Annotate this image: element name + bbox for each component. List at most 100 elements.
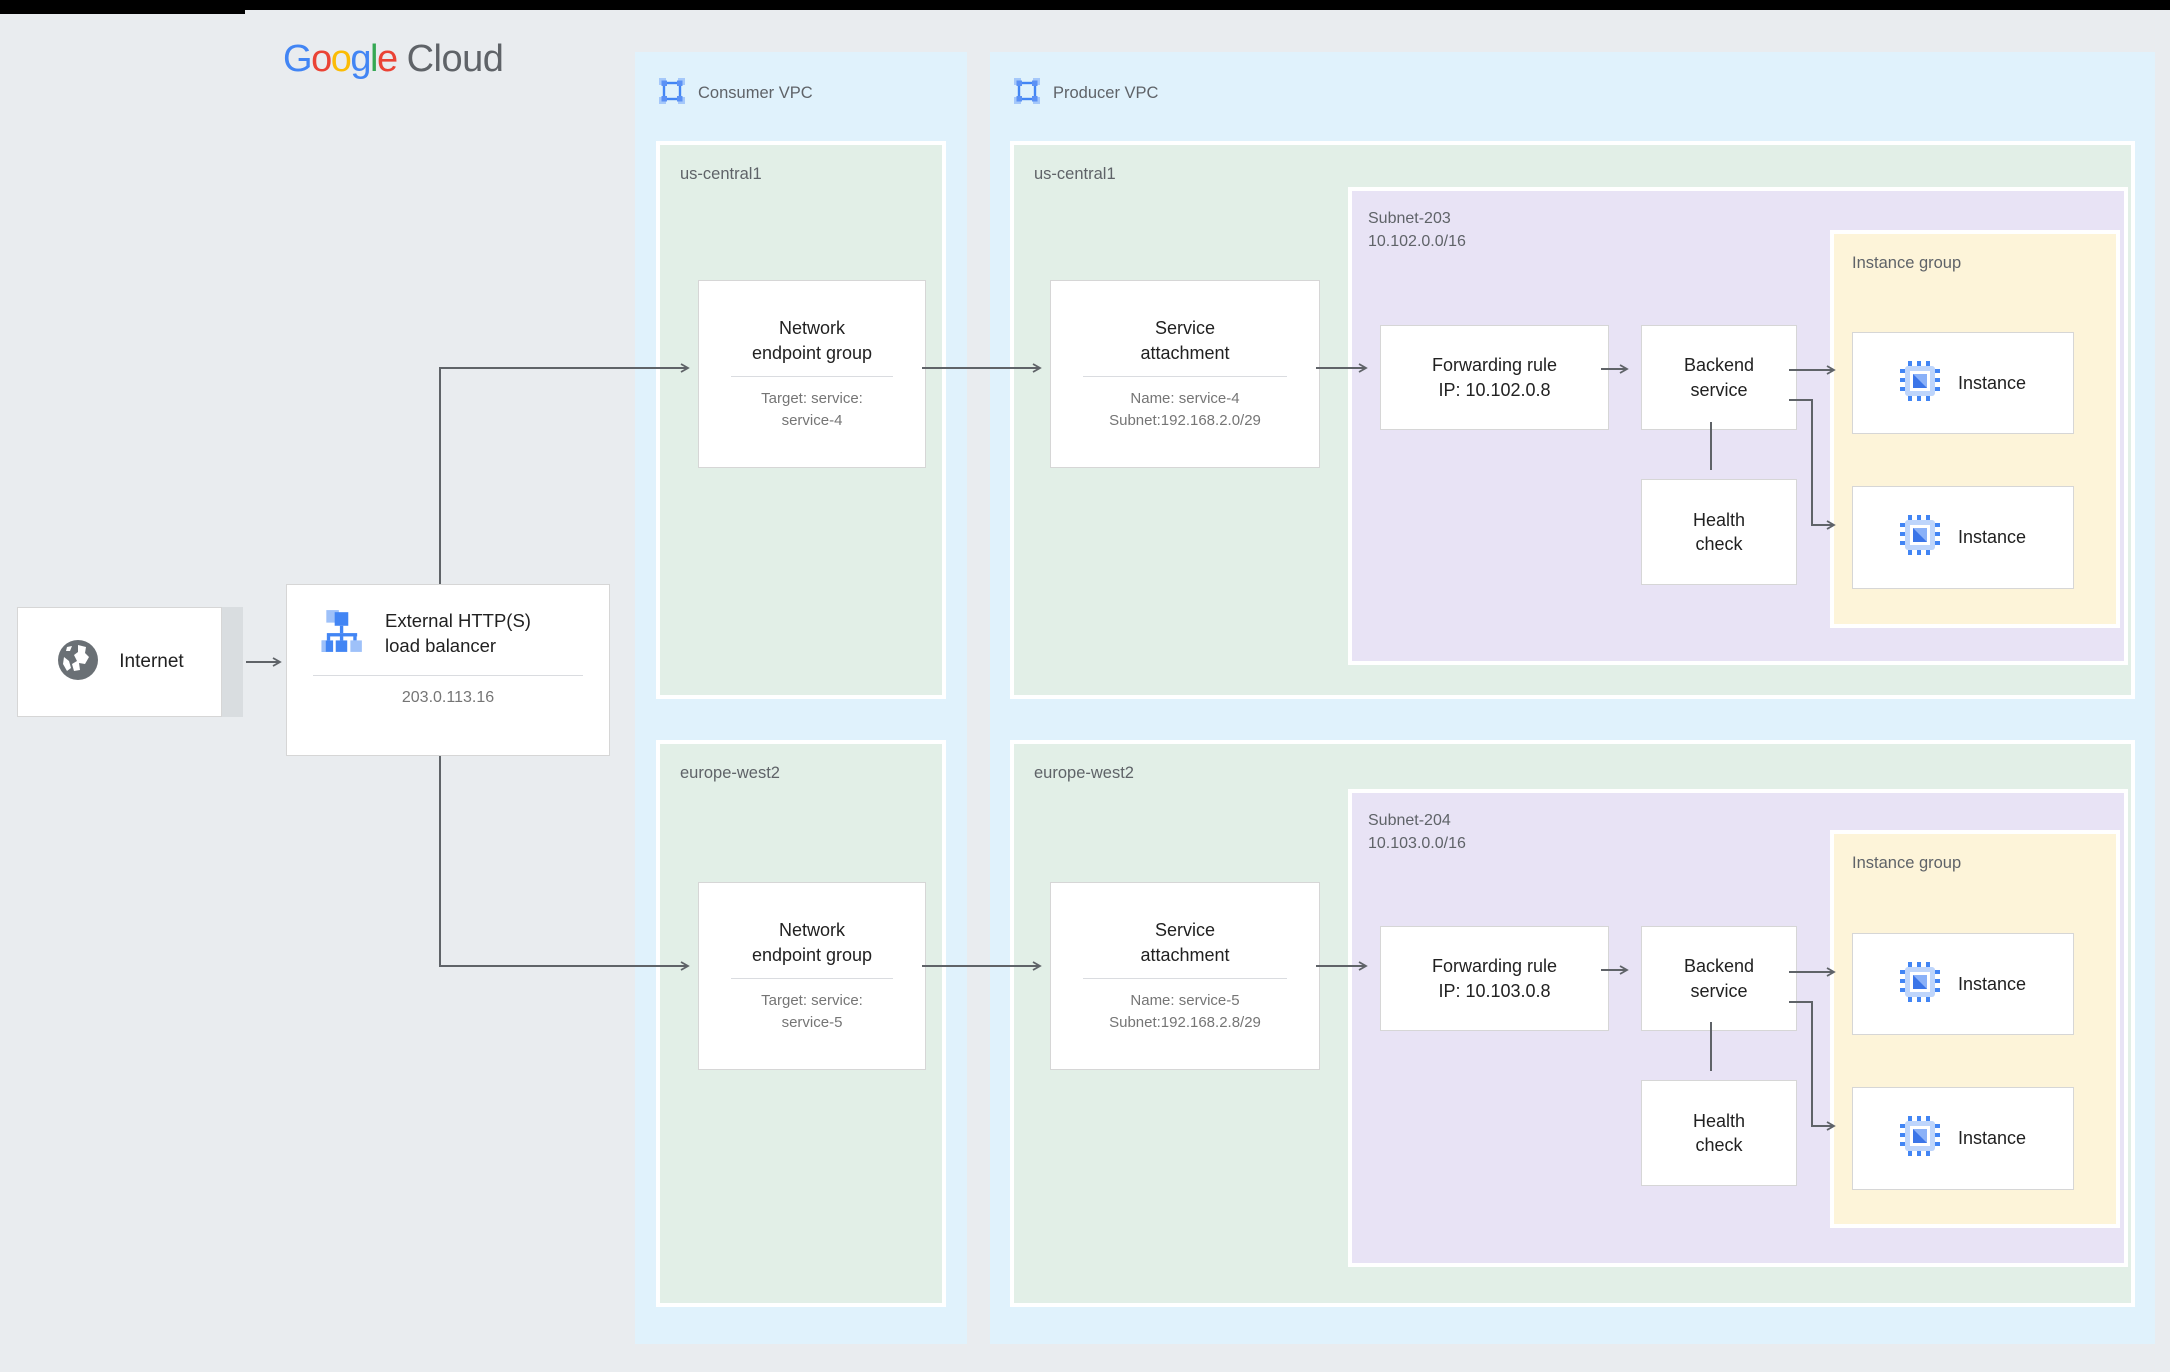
sa-title-line1: Service bbox=[1154, 920, 1216, 941]
region-label: us-central1 bbox=[1034, 165, 1116, 183]
service-attachment-detail: Name: service-5 Subnet:192.168.2.8/29 bbox=[1109, 990, 1261, 1034]
instance-group-1: Instance group Instance bbox=[1830, 230, 2120, 628]
service-attachment-node-2: Service attachment Name: service-5 Subne… bbox=[1050, 882, 1320, 1070]
logo-letter: l bbox=[369, 38, 378, 80]
vpc-icon bbox=[1014, 78, 1040, 109]
health-check-text: Health check bbox=[1693, 1109, 1745, 1158]
divider bbox=[1083, 376, 1287, 378]
forwarding-rule-ip: IP: 10.103.0.8 bbox=[1438, 980, 1551, 1001]
forwarding-rule-ip: IP: 10.102.0.8 bbox=[1438, 379, 1551, 400]
neg-target-line1: Target: service: bbox=[761, 992, 863, 1010]
health-check-text: Health check bbox=[1693, 508, 1745, 557]
sa-title-line1: Service bbox=[1154, 318, 1216, 339]
forwarding-rule-node-1: Forwarding rule IP: 10.102.0.8 bbox=[1380, 325, 1609, 430]
top-bar-left bbox=[0, 0, 245, 14]
logo-cloud-text: Cloud bbox=[406, 38, 504, 80]
neg-target: Target: service: service-5 bbox=[761, 990, 863, 1034]
region-label: us-central1 bbox=[680, 165, 762, 183]
backend-service-line2: service bbox=[1690, 379, 1748, 400]
consumer-region-us-central1: us-central1 Network endpoint group Targe… bbox=[656, 141, 946, 699]
internet-label: Internet bbox=[119, 651, 184, 673]
neg-title-line2: endpoint group bbox=[751, 944, 873, 965]
neg-target-line2: service-5 bbox=[781, 1013, 843, 1031]
subnet-cidr: 10.103.0.0/16 bbox=[1368, 835, 1466, 853]
service-attachment-node-1: Service attachment Name: service-4 Subne… bbox=[1050, 280, 1320, 468]
instance-group-2: Instance group Instance bbox=[1830, 830, 2120, 1228]
subnet-label: Subnet-204 10.103.0.0/16 bbox=[1368, 809, 1466, 855]
load-balancer-icon bbox=[319, 610, 365, 657]
instance-label: Instance bbox=[1957, 973, 2027, 994]
instance-node: Instance bbox=[1852, 332, 2074, 434]
subnet-name: Subnet-204 bbox=[1368, 812, 1451, 829]
sa-title-line2: attachment bbox=[1140, 944, 1230, 965]
instance-label: Instance bbox=[1957, 372, 2027, 393]
region-label: europe-west2 bbox=[1034, 764, 1134, 782]
backend-service-node-1: Backend service bbox=[1641, 325, 1797, 430]
neg-title: Network endpoint group bbox=[752, 316, 872, 365]
subnet-203: Subnet-203 10.102.0.0/16 Forwarding rule… bbox=[1348, 187, 2128, 665]
consumer-vpc-label: Consumer VPC bbox=[698, 84, 813, 102]
service-attachment-detail: Name: service-4 Subnet:192.168.2.0/29 bbox=[1109, 388, 1261, 432]
compute-instance-icon bbox=[1899, 360, 1940, 406]
backend-service-line1: Backend bbox=[1683, 956, 1755, 977]
sa-subnet: Subnet:192.168.2.0/29 bbox=[1109, 411, 1261, 429]
sa-title-line2: attachment bbox=[1140, 342, 1230, 363]
instance-node: Instance bbox=[1852, 933, 2074, 1035]
load-balancer-ip: 203.0.113.16 bbox=[401, 688, 495, 706]
instance-node: Instance bbox=[1852, 486, 2074, 589]
backend-service-text: Backend service bbox=[1684, 353, 1754, 402]
neg-title: Network endpoint group bbox=[752, 918, 872, 967]
top-bar bbox=[0, 0, 2170, 10]
producer-vpc-header: Producer VPC bbox=[1014, 78, 1158, 109]
neg-target: Target: service: service-4 bbox=[761, 388, 863, 432]
compute-instance-icon bbox=[1899, 1116, 1940, 1161]
neg-title-line1: Network bbox=[778, 318, 845, 339]
forwarding-rule-node-2: Forwarding rule IP: 10.103.0.8 bbox=[1380, 926, 1609, 1031]
health-check-node-2: Health check bbox=[1641, 1080, 1797, 1186]
subnet-name: Subnet-203 bbox=[1368, 210, 1451, 227]
load-balancer-title: External HTTP(S) load balancer bbox=[385, 609, 531, 659]
vpc-icon bbox=[659, 78, 685, 109]
backend-service-line1: Backend bbox=[1683, 355, 1755, 376]
subnet-cidr: 10.102.0.0/16 bbox=[1368, 233, 1466, 251]
health-check-line1: Health bbox=[1692, 1110, 1746, 1131]
backend-service-node-2: Backend service bbox=[1641, 926, 1797, 1031]
sa-subnet: Subnet:192.168.2.8/29 bbox=[1109, 1013, 1261, 1031]
divider bbox=[731, 376, 893, 378]
divider bbox=[731, 978, 893, 980]
compute-instance-icon bbox=[1899, 961, 1940, 1007]
divider bbox=[313, 674, 583, 676]
network-endpoint-group-node-2: Network endpoint group Target: service: … bbox=[698, 882, 926, 1070]
neg-title-line2: endpoint group bbox=[751, 342, 873, 363]
producer-vpc-label: Producer VPC bbox=[1053, 84, 1159, 102]
consumer-vpc-header: Consumer VPC bbox=[659, 78, 813, 109]
subnet-label: Subnet-203 10.102.0.0/16 bbox=[1368, 207, 1466, 253]
load-balancer-title-line1: External HTTP(S) bbox=[385, 610, 531, 631]
sa-name: Name: service-5 bbox=[1130, 992, 1240, 1010]
logo-letter: G bbox=[283, 38, 313, 80]
logo-letter: g bbox=[350, 38, 371, 80]
instance-label: Instance bbox=[1957, 527, 2027, 548]
network-endpoint-group-node-1: Network endpoint group Target: service: … bbox=[698, 280, 926, 468]
neg-title-line1: Network bbox=[778, 920, 845, 941]
logo-letter: o bbox=[311, 38, 332, 80]
neg-target-line1: Target: service: bbox=[761, 390, 863, 408]
health-check-line1: Health bbox=[1692, 509, 1746, 530]
backend-service-text: Backend service bbox=[1684, 954, 1754, 1003]
instance-node: Instance bbox=[1852, 1087, 2074, 1190]
producer-vpc-container: Producer VPC us-central1 Service attachm… bbox=[990, 52, 2155, 1344]
forwarding-rule-line1: Forwarding rule bbox=[1431, 355, 1558, 376]
forwarding-rule-text: Forwarding rule IP: 10.102.0.8 bbox=[1432, 353, 1557, 402]
service-attachment-title: Service attachment bbox=[1140, 918, 1229, 967]
instance-group-label: Instance group bbox=[1852, 254, 1962, 272]
producer-region-europe-west2: europe-west2 Service attachment Name: se… bbox=[1010, 740, 2135, 1307]
producer-region-us-central1: us-central1 Service attachment Name: ser… bbox=[1010, 141, 2135, 699]
sa-name: Name: service-4 bbox=[1130, 390, 1240, 408]
health-check-line2: check bbox=[1695, 1135, 1743, 1155]
region-label: europe-west2 bbox=[680, 764, 780, 782]
load-balancer-node: External HTTP(S) load balancer 203.0.113… bbox=[286, 584, 610, 756]
forwarding-rule-line1: Forwarding rule bbox=[1431, 956, 1558, 977]
logo-letter: e bbox=[376, 38, 398, 80]
